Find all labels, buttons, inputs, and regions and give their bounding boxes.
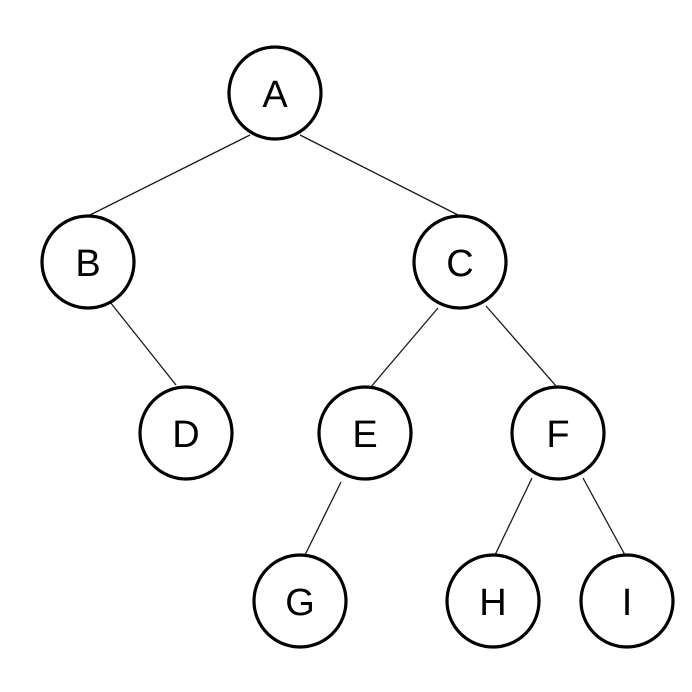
node-label-i: I xyxy=(622,582,633,624)
node-circle-e xyxy=(317,385,413,481)
node-label-d: D xyxy=(172,414,199,456)
node-circle-d xyxy=(138,385,234,481)
node-circle-i xyxy=(579,553,675,649)
tree-node-h: H xyxy=(445,553,541,649)
tree-node-d: D xyxy=(138,385,234,481)
tree-node-i: I xyxy=(579,553,675,649)
node-circle-g xyxy=(252,553,348,649)
tree-node-e: E xyxy=(317,385,413,481)
node-label-b: B xyxy=(75,243,100,285)
node-label-h: H xyxy=(479,582,506,624)
node-circle-b xyxy=(40,214,136,310)
node-circle-f xyxy=(510,385,606,481)
node-circle-c xyxy=(412,214,508,310)
tree-node-b: B xyxy=(40,214,136,310)
node-label-f: F xyxy=(546,414,569,456)
tree-node-f: F xyxy=(510,385,606,481)
node-label-a: A xyxy=(262,74,288,116)
node-circle-a xyxy=(227,45,323,141)
edge-c-f xyxy=(485,305,557,387)
edge-e-g xyxy=(304,481,342,556)
edge-f-h xyxy=(494,477,533,556)
node-circle-h xyxy=(445,553,541,649)
node-label-g: G xyxy=(285,582,315,624)
edge-a-c xyxy=(299,134,461,217)
node-label-e: E xyxy=(352,414,377,456)
nodes-layer: A B C D E F G H xyxy=(40,45,675,649)
edge-a-b xyxy=(87,134,251,217)
edge-b-d xyxy=(109,301,177,386)
edge-f-i xyxy=(582,477,626,556)
tree-node-c: C xyxy=(412,214,508,310)
edges-layer xyxy=(87,134,626,556)
tree-node-g: G xyxy=(252,553,348,649)
node-label-c: C xyxy=(446,243,473,285)
tree-node-a: A xyxy=(227,45,323,141)
edge-c-e xyxy=(369,307,439,389)
